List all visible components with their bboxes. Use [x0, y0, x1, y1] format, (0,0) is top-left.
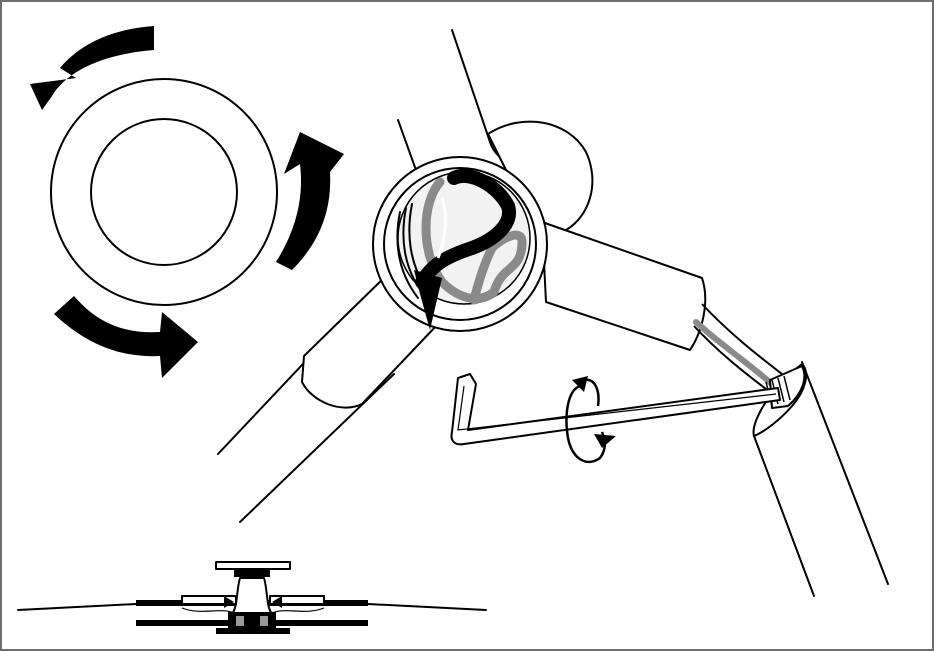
tube-edge — [801, 361, 889, 585]
inner-ring — [90, 118, 238, 266]
hinge-cross-section — [17, 561, 487, 634]
gray-wire-exit — [693, 319, 777, 389]
base-plate — [216, 628, 290, 634]
hex-key-facet — [457, 385, 777, 431]
rotation-ring — [50, 78, 278, 306]
washer-right — [269, 595, 325, 605]
stem — [231, 577, 273, 615]
base-block — [228, 612, 276, 630]
fabric-wave-left — [181, 607, 237, 615]
arrow-left-icon — [272, 596, 282, 608]
cap-neck — [234, 569, 270, 577]
hex-key-body — [450, 373, 781, 446]
twist-arrow-icon — [565, 376, 616, 464]
base-slot-left — [236, 616, 244, 626]
hub-thread — [396, 211, 419, 299]
twist-arrow-head — [572, 376, 588, 392]
base-slot-right — [260, 616, 268, 626]
fabric-wave-right — [269, 607, 325, 615]
rotate-arrow-right-icon — [276, 132, 344, 270]
twist-arrow-loop — [565, 384, 606, 464]
right-sleeve — [541, 221, 707, 351]
black-wire-exit — [701, 303, 783, 375]
rear-collar — [487, 120, 594, 241]
tube-edge — [753, 435, 815, 597]
washer-left — [181, 595, 237, 605]
arm-joint — [217, 29, 783, 523]
black-wire-tip — [414, 270, 442, 330]
rotate-arrow-icon — [30, 26, 344, 378]
arrow-right-icon — [224, 596, 234, 608]
black-wire — [415, 169, 517, 289]
black-wire-exit — [693, 325, 771, 393]
wire-highlight — [436, 197, 447, 259]
fabric-line-left — [17, 603, 137, 611]
upper-arm-edge — [451, 29, 491, 143]
twist-arrow-head — [594, 434, 616, 448]
rotate-arrow-bottom-icon — [54, 296, 198, 378]
twist-arrow-top — [583, 378, 600, 407]
hex-key-icon — [450, 373, 781, 446]
upper-arm-edge — [397, 119, 417, 171]
cap-top — [215, 561, 291, 570]
fabric-line-right — [367, 603, 487, 611]
rotate-arrow-top-icon — [30, 26, 154, 110]
gray-wire — [421, 177, 527, 305]
